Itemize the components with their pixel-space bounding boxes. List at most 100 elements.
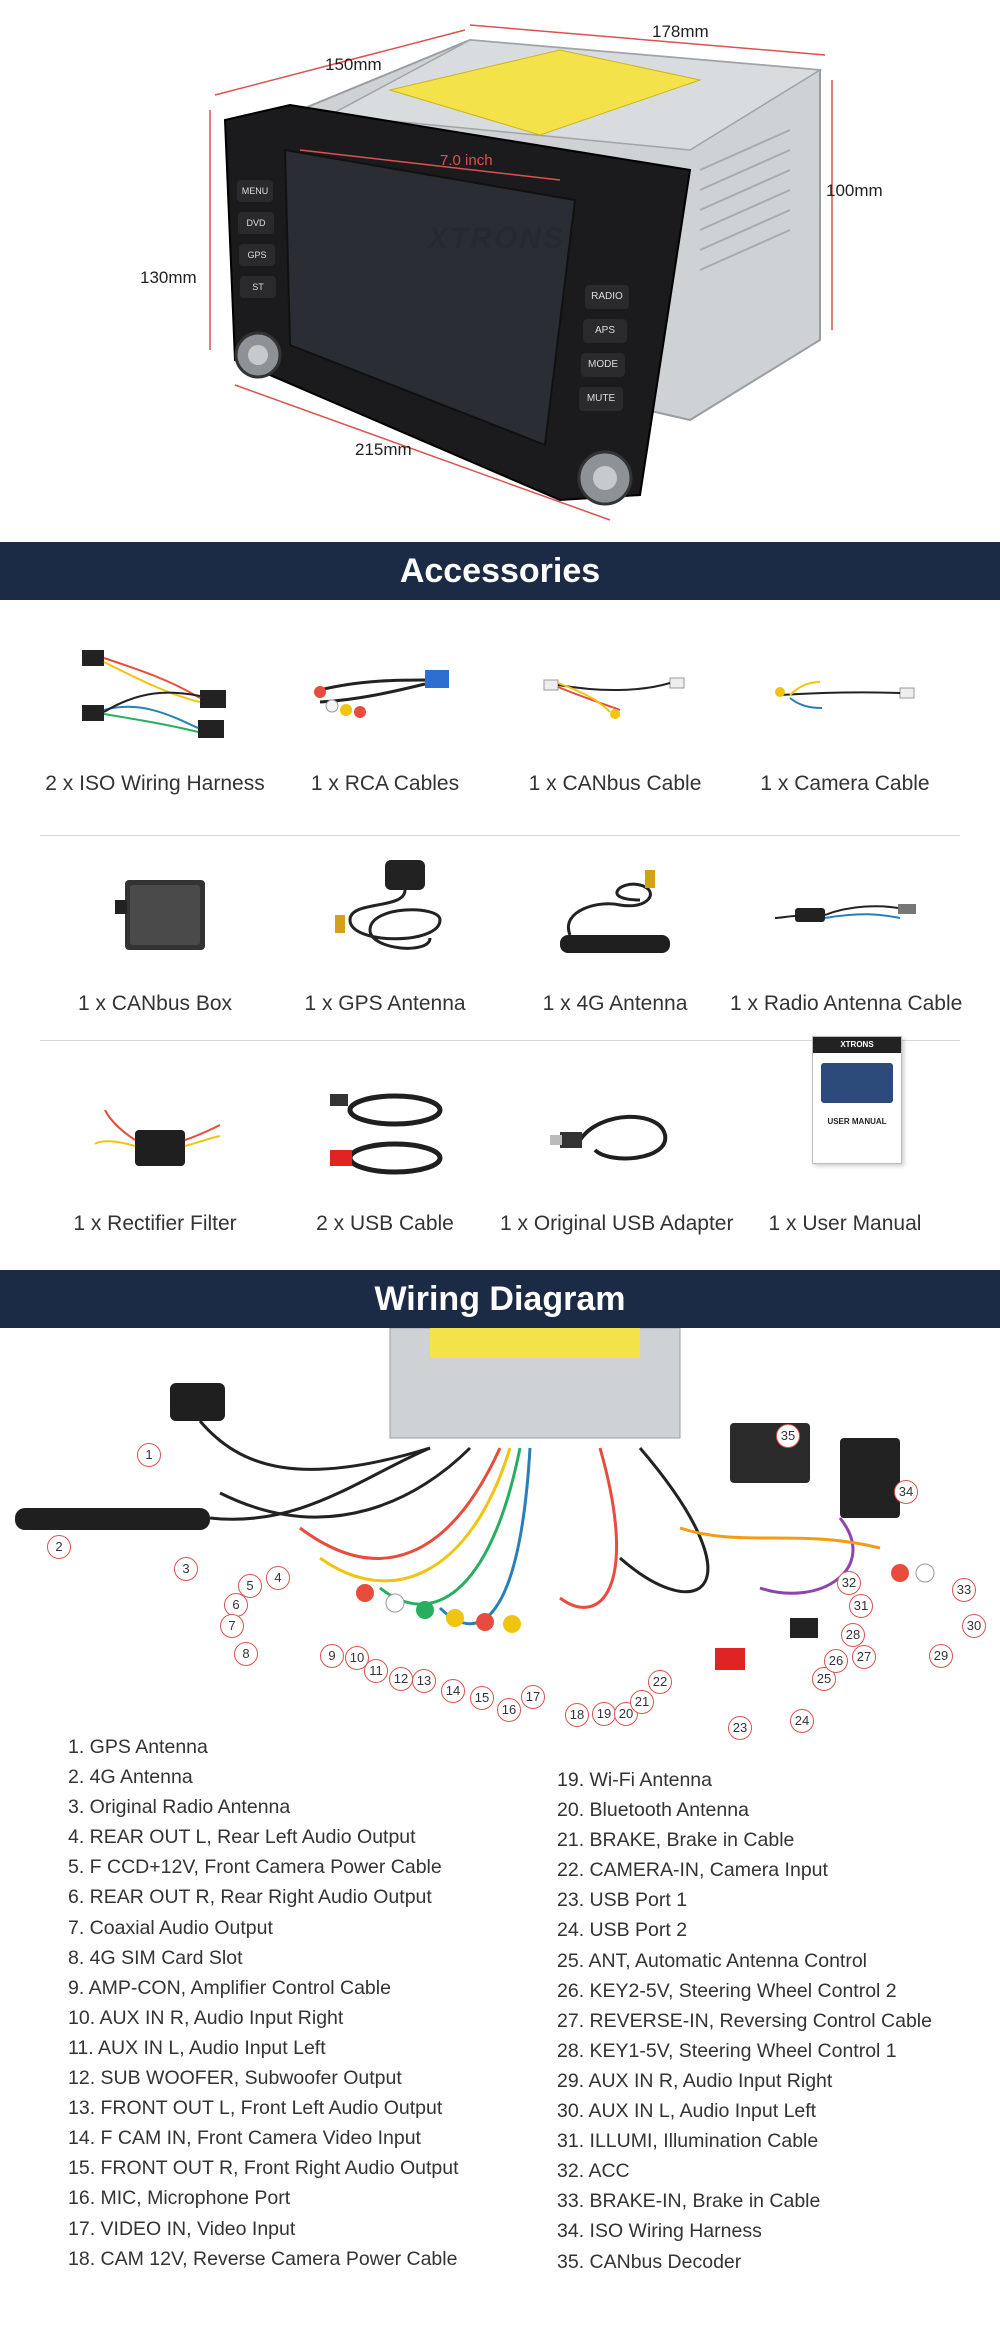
legend-item: 34. ISO Wiring Harness (557, 2220, 762, 2243)
callout-34: 34 (894, 1480, 918, 1504)
legend-item: 9. AMP-CON, Amplifier Control Cable (68, 1976, 391, 1999)
wiring-illustration (15, 1327, 935, 1670)
wiring-diagram: 1 2 3 4 5 6 7 8 9 10 11 12 13 14 15 16 1… (0, 1327, 1000, 1740)
accessory-caption: 1 x User Manual (768, 1212, 922, 1235)
accessory-iso-harness: 2 x ISO Wiring Harness (40, 620, 270, 820)
legend-item: 31. ILLUMI, Illumination Cable (557, 2130, 819, 2153)
mode-button[interactable]: MODE (581, 353, 625, 377)
callout-1: 1 (137, 1443, 161, 1467)
legend-item: 14. F CAM IN, Front Camera Video Input (68, 2127, 421, 2150)
legend-item: 23. USB Port 1 (557, 1889, 688, 1912)
callout-10: 10 (345, 1646, 369, 1670)
menu-button[interactable]: MENU (237, 180, 273, 202)
accessory-caption: 1 x 4G Antenna (542, 992, 688, 1015)
usb-cable-icon (330, 1093, 443, 1175)
callout-22: 22 (648, 1670, 672, 1694)
legend-item: 17. VIDEO IN, Video Input (68, 2217, 296, 2240)
legend-item: 4. REAR OUT L, Rear Left Audio Output (68, 1826, 416, 1849)
accessory-caption: 1 x CANbus Box (77, 992, 233, 1015)
product-dimensions-image: MENU DVD GPS ST RADIO APS MODE MUTE 178m… (0, 0, 1000, 540)
mute-button[interactable]: MUTE (579, 387, 623, 411)
radio-antenna-cable-icon (774, 904, 916, 922)
accessory-4g-antenna: 1 x 4G Antenna (500, 840, 730, 1040)
callout-17: 17 (521, 1685, 545, 1709)
callout-6: 6 (224, 1593, 248, 1617)
accessory-gps-antenna: 1 x GPS Antenna (270, 840, 500, 1040)
legend-item: 33. BRAKE-IN, Brake in Cable (557, 2190, 821, 2213)
accessory-rca-cables: 1 x RCA Cables (270, 620, 500, 820)
callout-24: 24 (790, 1709, 814, 1733)
accessories-divider (40, 835, 960, 836)
rca-cables-icon (314, 670, 449, 718)
manual-cover-screen (821, 1063, 893, 1103)
gps-button[interactable]: GPS (239, 244, 275, 266)
accessory-canbus-box: 1 x CANbus Box (40, 840, 270, 1040)
legend-item: 6. REAR OUT R, Rear Right Audio Output (68, 1886, 432, 1909)
callout-8: 8 (234, 1642, 258, 1666)
legend-item: 20. Bluetooth Antenna (557, 1799, 749, 1822)
accessory-usb-cable: 2 x USB Cable (270, 1060, 500, 1260)
legend-item: 1. GPS Antenna (68, 1736, 208, 1758)
legend-item: 30. AUX IN L, Audio Input Left (557, 2100, 817, 2123)
right-height-label: 100mm (826, 181, 883, 200)
screen-size-label: 7.0 inch (440, 152, 493, 169)
accessory-caption: 1 x CANbus Cable (528, 772, 702, 795)
callout-21: 21 (630, 1690, 654, 1714)
legend-item: 16. MIC, Microphone Port (68, 2187, 291, 2210)
callout-12: 12 (389, 1667, 413, 1691)
wiring-section-title: Wiring Diagram (0, 1270, 1000, 1328)
aps-button[interactable]: APS (583, 319, 627, 343)
legend-item: 19. Wi-Fi Antenna (557, 1769, 712, 1791)
legend-item: 26. KEY2-5V, Steering Wheel Control 2 (557, 1979, 897, 2002)
accessory-rectifier-filter: 1 x Rectifier Filter (40, 1060, 270, 1260)
canbus-cable-icon (543, 677, 685, 719)
legend-item: 15. FRONT OUT R, Front Right Audio Outpu… (68, 2157, 459, 2180)
user-manual-booklet: XTRONS USER MANUAL (812, 1036, 902, 1164)
legend-item: 27. REVERSE-IN, Reversing Control Cable (557, 2009, 932, 2032)
st-button[interactable]: ST (240, 276, 276, 298)
accessory-caption: 1 x Camera Cable (760, 772, 930, 795)
legend-item: 18. CAM 12V, Reverse Camera Power Cable (68, 2247, 458, 2270)
accessory-caption: 1 x Radio Antenna Cable (730, 992, 963, 1015)
callout-23: 23 (728, 1716, 752, 1740)
accessory-user-manual: XTRONS USER MANUAL 1 x User Manual (730, 1036, 960, 1260)
callout-15: 15 (470, 1686, 494, 1710)
callout-19: 19 (592, 1702, 616, 1726)
legend-item: 2. 4G Antenna (68, 1766, 193, 1789)
accessories-divider (40, 1040, 960, 1041)
manual-title: USER MANUAL (827, 1117, 887, 1126)
callout-32: 32 (837, 1571, 861, 1595)
callout-28: 28 (841, 1623, 865, 1647)
callout-29: 29 (929, 1644, 953, 1668)
legend-item: 29. AUX IN R, Audio Input Right (557, 2069, 833, 2092)
callout-18: 18 (565, 1703, 589, 1727)
dvd-button[interactable]: DVD (238, 212, 274, 234)
accessory-caption: 1 x Rectifier Filter (73, 1212, 237, 1235)
iso-harness-icon (82, 650, 226, 738)
legend-item: 12. SUB WOOFER, Subwoofer Output (68, 2067, 402, 2090)
legend-item: 5. F CCD+12V, Front Camera Power Cable (68, 1856, 442, 1879)
accessory-caption: 1 x RCA Cables (310, 772, 460, 795)
head-unit-illustration (223, 38, 823, 506)
dimension-lines (209, 24, 833, 521)
accessory-caption: 2 x ISO Wiring Harness (45, 772, 265, 795)
legend-item: 21. BRAKE, Brake in Cable (557, 1829, 795, 1852)
legend-item: 11. AUX IN L, Audio Input Left (68, 2036, 326, 2059)
wiring-legend-right: 19. Wi-Fi Antenna 20. Bluetooth Antenna 21… (557, 1765, 932, 2277)
legend-item: 8. 4G SIM Card Slot (68, 1946, 243, 1969)
callout-20: 20 (614, 1702, 638, 1726)
legend-item: 13. FRONT OUT L, Front Left Audio Output (68, 2097, 443, 2120)
radio-button[interactable]: RADIO (585, 285, 629, 309)
front-depth-label: 150mm (325, 55, 382, 74)
legend-item: 24. USB Port 2 (557, 1919, 688, 1942)
legend-item: 10. AUX IN R, Audio Input Right (68, 2006, 344, 2029)
callout-33: 33 (952, 1578, 976, 1602)
callout-11: 11 (364, 1659, 388, 1683)
top-depth-label: 178mm (652, 22, 709, 41)
callout-4: 4 (266, 1566, 290, 1590)
accessories-grid: 2 x ISO Wiring Harness 1 x RCA Cables (0, 600, 1000, 1260)
legend-item: 7. Coaxial Audio Output (68, 1916, 273, 1939)
callout-14: 14 (441, 1679, 465, 1703)
callout-27: 27 (852, 1645, 876, 1669)
